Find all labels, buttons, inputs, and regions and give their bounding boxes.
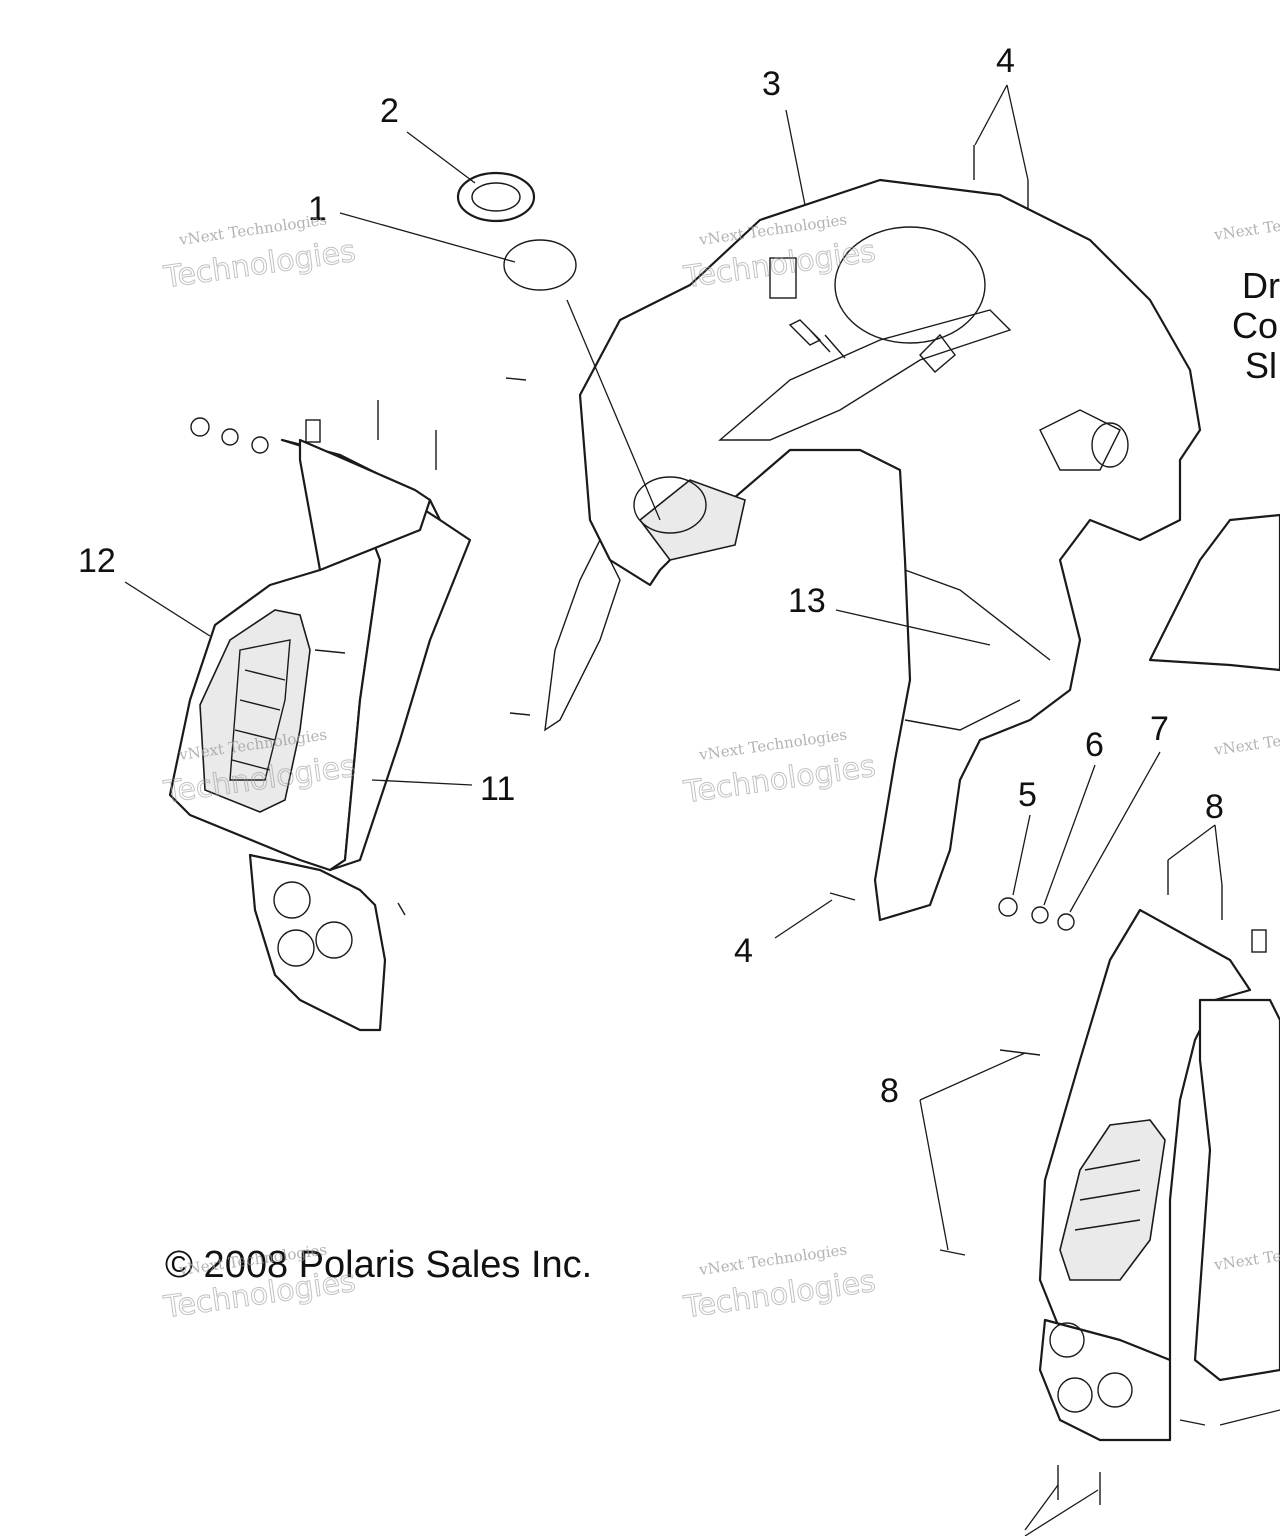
partial-part-right — [1148, 513, 1280, 672]
callout-3: 3 — [762, 65, 781, 103]
side-panel-right — [1038, 908, 1280, 1442]
lower-plate-left — [248, 853, 387, 1032]
fasteners-left — [190, 400, 437, 916]
watermark-7: vNext Technologies — [1212, 205, 1280, 244]
callout-8-top: 8 — [1205, 788, 1224, 826]
callout-12: 12 — [78, 542, 116, 580]
inner-panel-left — [298, 438, 472, 872]
callout-8-bottom: 8 — [880, 1072, 899, 1110]
side-note-line-2: Co — [1232, 305, 1278, 346]
callout-4-bottom: 4 — [734, 932, 753, 970]
callout-11: 11 — [480, 770, 515, 808]
side-note-line-1: Dr — [1242, 265, 1280, 306]
callout-5: 5 — [1018, 776, 1037, 814]
side-note: Dr Co Sl — [1232, 265, 1280, 386]
callout-2: 2 — [380, 92, 399, 130]
callout-13: 13 — [788, 582, 826, 620]
o-ring-1 — [503, 239, 577, 291]
callout-6: 6 — [1085, 726, 1104, 764]
callout-labels: 1 2 3 4 4 5 6 7 8 8 11 12 13 — [78, 42, 1224, 1110]
leader-lines — [124, 84, 1280, 1536]
fasteners-right — [939, 860, 1267, 1505]
watermark-8: vNext Technologies — [1212, 720, 1280, 759]
side-note-line-3: Sl — [1245, 345, 1277, 386]
callout-4-top: 4 — [996, 42, 1015, 80]
callout-1: 1 — [308, 190, 327, 228]
callout-7: 7 — [1150, 710, 1169, 748]
fasteners-hood — [505, 145, 1029, 901]
gas-cap-2 — [456, 171, 536, 223]
hood-console — [544, 178, 1202, 922]
copyright-text: © 2008 Polaris Sales Inc. — [165, 1244, 592, 1286]
